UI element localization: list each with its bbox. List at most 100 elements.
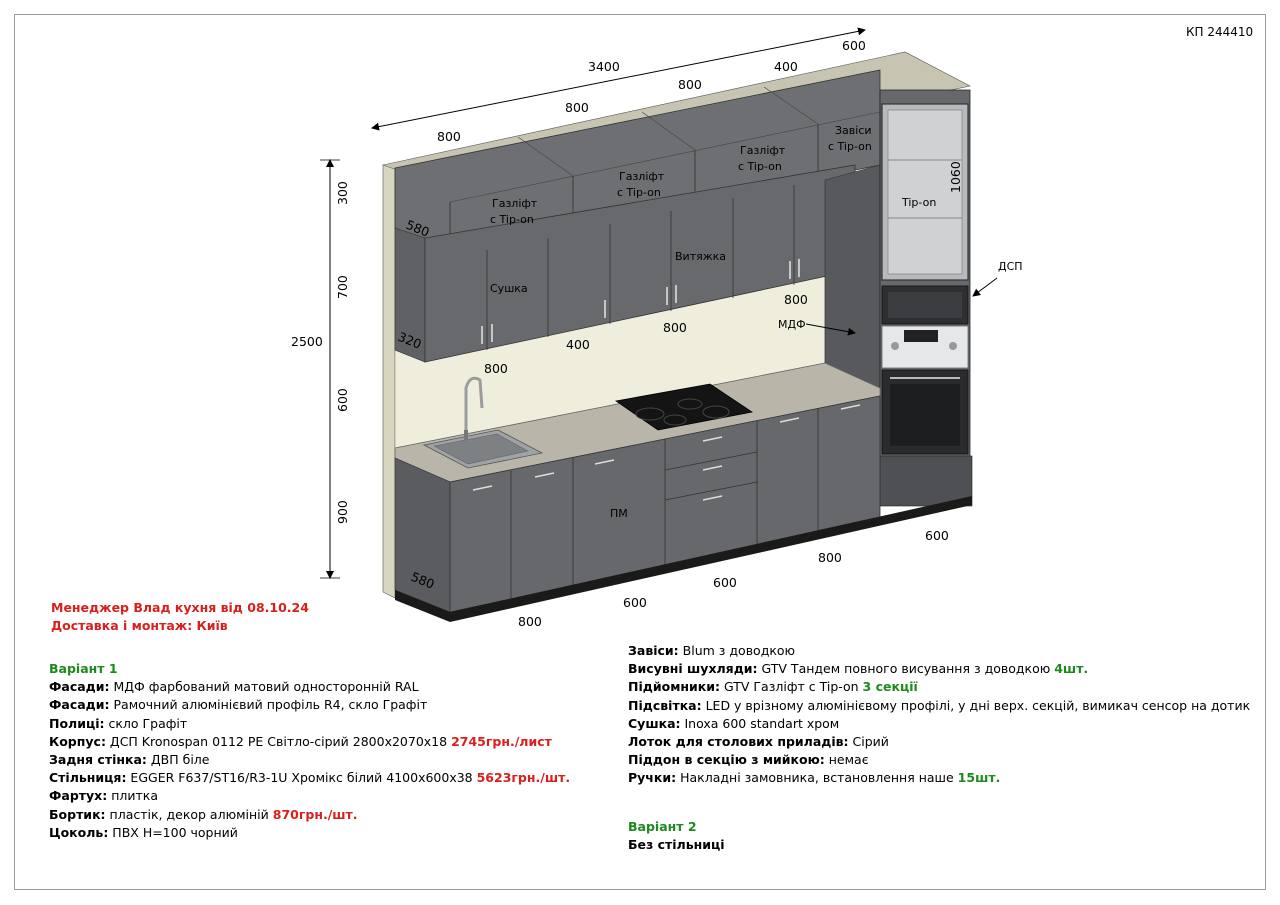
variant1-row: Цоколь: ПВХ H=100 чорний xyxy=(49,824,570,842)
label-dsp: ДСП xyxy=(998,260,1023,273)
variant1-row-text: плитка xyxy=(107,788,158,804)
variant1-title: Варіант 1 xyxy=(49,661,118,676)
hardware-row-label: Висувні шухляди: xyxy=(628,661,758,677)
dim-800-mid-center: 800 xyxy=(663,320,687,335)
variant1-spec: Варіант 1 Фасади: МДФ фарбований матовий… xyxy=(49,660,570,842)
variant2: Варіант 2 Без стільниці xyxy=(628,818,725,854)
dim-400-top: 400 xyxy=(774,59,798,74)
variant1-row-price: 5623грн./шт. xyxy=(476,770,571,786)
variant1-row-label: Фасади: xyxy=(49,679,110,695)
variant1-row-label: Стільниця: xyxy=(49,770,127,786)
variant1-row-label: Цоколь: xyxy=(49,824,109,840)
dim-800-top-a: 800 xyxy=(678,77,702,92)
variant1-row-label: Полиці: xyxy=(49,715,105,731)
variant1-row-text: ПВХ H=100 чорний xyxy=(108,824,238,840)
variant1-row-label: Фартух: xyxy=(49,788,108,804)
hardware-row-label: Піддон в секцію з мийкою: xyxy=(628,752,825,768)
variant1-row-label: Задня стінка: xyxy=(49,752,147,768)
variant1-row-label: Фасади: xyxy=(49,697,110,713)
dim-1060: 1060 xyxy=(948,161,963,193)
variant1-row: Фасади: МДФ фарбований матовий односторо… xyxy=(49,678,570,696)
dim-2500: 2500 xyxy=(291,334,323,349)
hardware-row-label: Завіси: xyxy=(628,643,679,658)
label-mdf: МДФ xyxy=(778,318,806,331)
hardware-row-text: Сірий xyxy=(848,734,889,750)
dim-600-top: 600 xyxy=(842,38,866,53)
hardware-row: Підйомники: GTV Газліфт с Tip-on 3 секці… xyxy=(628,678,1250,696)
left-side-panel xyxy=(382,164,396,599)
label-tipon-tall: Tip-on xyxy=(901,196,936,209)
variant1-row: Полиці: скло Графіт xyxy=(49,715,570,733)
cooktop xyxy=(614,383,754,431)
hardware-row: Завіси: Blum з доводкою xyxy=(628,642,1250,660)
variant2-title: Варіант 2 xyxy=(628,819,697,834)
dim-700: 700 xyxy=(335,275,350,299)
label-gaslift-3: Газліфт xyxy=(740,144,786,157)
variant1-row-text: ДСП Kronospan 0112 PE Світло-сірий 2800x… xyxy=(105,733,452,749)
hardware-row: Піддон в секцію з мийкою: немає xyxy=(628,751,1250,769)
dim-600-bot-b: 600 xyxy=(713,575,737,590)
hardware-row-text: GTV Газліфт с Tip-on xyxy=(720,679,863,695)
variant1-row-label: Корпус: xyxy=(49,733,106,749)
label-hood: Витяжка xyxy=(675,250,726,263)
variant1-row: Корпус: ДСП Kronospan 0112 PE Світло-сір… xyxy=(49,733,570,751)
hardware-row-label: Підсвітка: xyxy=(628,697,702,713)
project-code: КП 244410 xyxy=(1186,25,1254,39)
dim-400-mid: 400 xyxy=(566,337,590,352)
plinth xyxy=(395,590,450,622)
hardware-row-text: немає xyxy=(824,752,869,768)
hardware-row-text: Накладні замовника, встановлення наше xyxy=(676,770,958,786)
variant2-text: Без стільниці xyxy=(628,837,725,852)
manager-line: Менеджер Влад кухня від 08.10.24 xyxy=(51,600,309,615)
dim-900: 900 xyxy=(335,500,350,524)
dim-300: 300 xyxy=(335,181,350,205)
hardware-row-qty: 4шт. xyxy=(1054,661,1089,677)
variant1-row: Фартух: плитка xyxy=(49,787,570,805)
label-tipon-2: с Tip-on xyxy=(617,186,661,199)
hardware-row: Лоток для столових приладів: Сірий xyxy=(628,733,1250,751)
hardware-row-qty: 15шт. xyxy=(957,770,1001,786)
variant1-row-text: пластік, декор алюміній xyxy=(105,806,273,822)
dim-600-bot-right: 600 xyxy=(925,528,949,543)
hardware-row-label: Ручки: xyxy=(628,770,677,786)
dim-3400: 3400 xyxy=(588,59,620,74)
label-tipon-3: с Tip-on xyxy=(738,160,782,173)
label-hinges: Завіси xyxy=(835,124,872,137)
dim-800-top-b: 800 xyxy=(565,100,589,115)
variant1-row-price: 870грн./шт. xyxy=(272,806,358,822)
dim-800-mid-right: 800 xyxy=(784,292,808,307)
base-cabinets xyxy=(394,457,451,613)
hardware-row-label: Підйомники: xyxy=(628,679,721,695)
hardware-row-label: Сушка: xyxy=(628,715,681,731)
label-tipon-1: с Tip-on xyxy=(490,213,534,226)
hardware-row: Висувні шухляди: GTV Тандем повного вису… xyxy=(628,660,1250,678)
manager-info: Менеджер Влад кухня від 08.10.24 Доставк… xyxy=(51,599,309,635)
variant1-row-label: Бортик: xyxy=(49,806,106,822)
hardware-row-text: Blum з доводкою xyxy=(678,643,796,658)
hardware-row-text: Inoxa 600 standart хром xyxy=(680,715,840,731)
dim-800-mid-left: 800 xyxy=(484,361,508,376)
hardware-row-text: LED у врізному алюмінієвому профілі, у д… xyxy=(701,697,1251,713)
hardware-row: Сушка: Inoxa 600 standart хром xyxy=(628,715,1250,733)
hardware-row: Підсвітка: LED у врізному алюмінієвому п… xyxy=(628,697,1250,715)
variant1-row: Фасади: Рамочний алюмінієвий профіль R4,… xyxy=(49,696,570,714)
dim-800-top-c: 800 xyxy=(437,129,461,144)
label-tipon-4: с Tip-on xyxy=(828,140,872,153)
label-gaslift-1: Газліфт xyxy=(492,197,538,210)
hardware-row-qty: 3 секції xyxy=(862,679,918,695)
hardware-row-text: GTV Тандем повного висування з доводкою xyxy=(757,661,1055,677)
label-gaslift-2: Газліфт xyxy=(619,170,665,183)
variant1-row: Стільниця: EGGER F637/ST16/R3-1U Хромікс… xyxy=(49,769,570,787)
hardware-row-label: Лоток для столових приладів: xyxy=(628,734,849,750)
variant1-row-price: 2745грн./лист xyxy=(451,733,552,749)
label-dryer: Сушка xyxy=(490,282,528,295)
dim-600-h: 600 xyxy=(335,388,350,412)
dim-600-bot-a: 600 xyxy=(623,595,647,610)
hardware-row: Ручки: Накладні замовника, встановлення … xyxy=(628,769,1250,787)
variant1-row-text: EGGER F637/ST16/R3-1U Хромікс білий 4100… xyxy=(126,770,477,786)
faucet xyxy=(464,376,484,430)
variant1-row-text: МДФ фарбований матовий односторонній RAL xyxy=(109,679,419,695)
delivery-line: Доставка і монтаж: Київ xyxy=(51,618,228,633)
